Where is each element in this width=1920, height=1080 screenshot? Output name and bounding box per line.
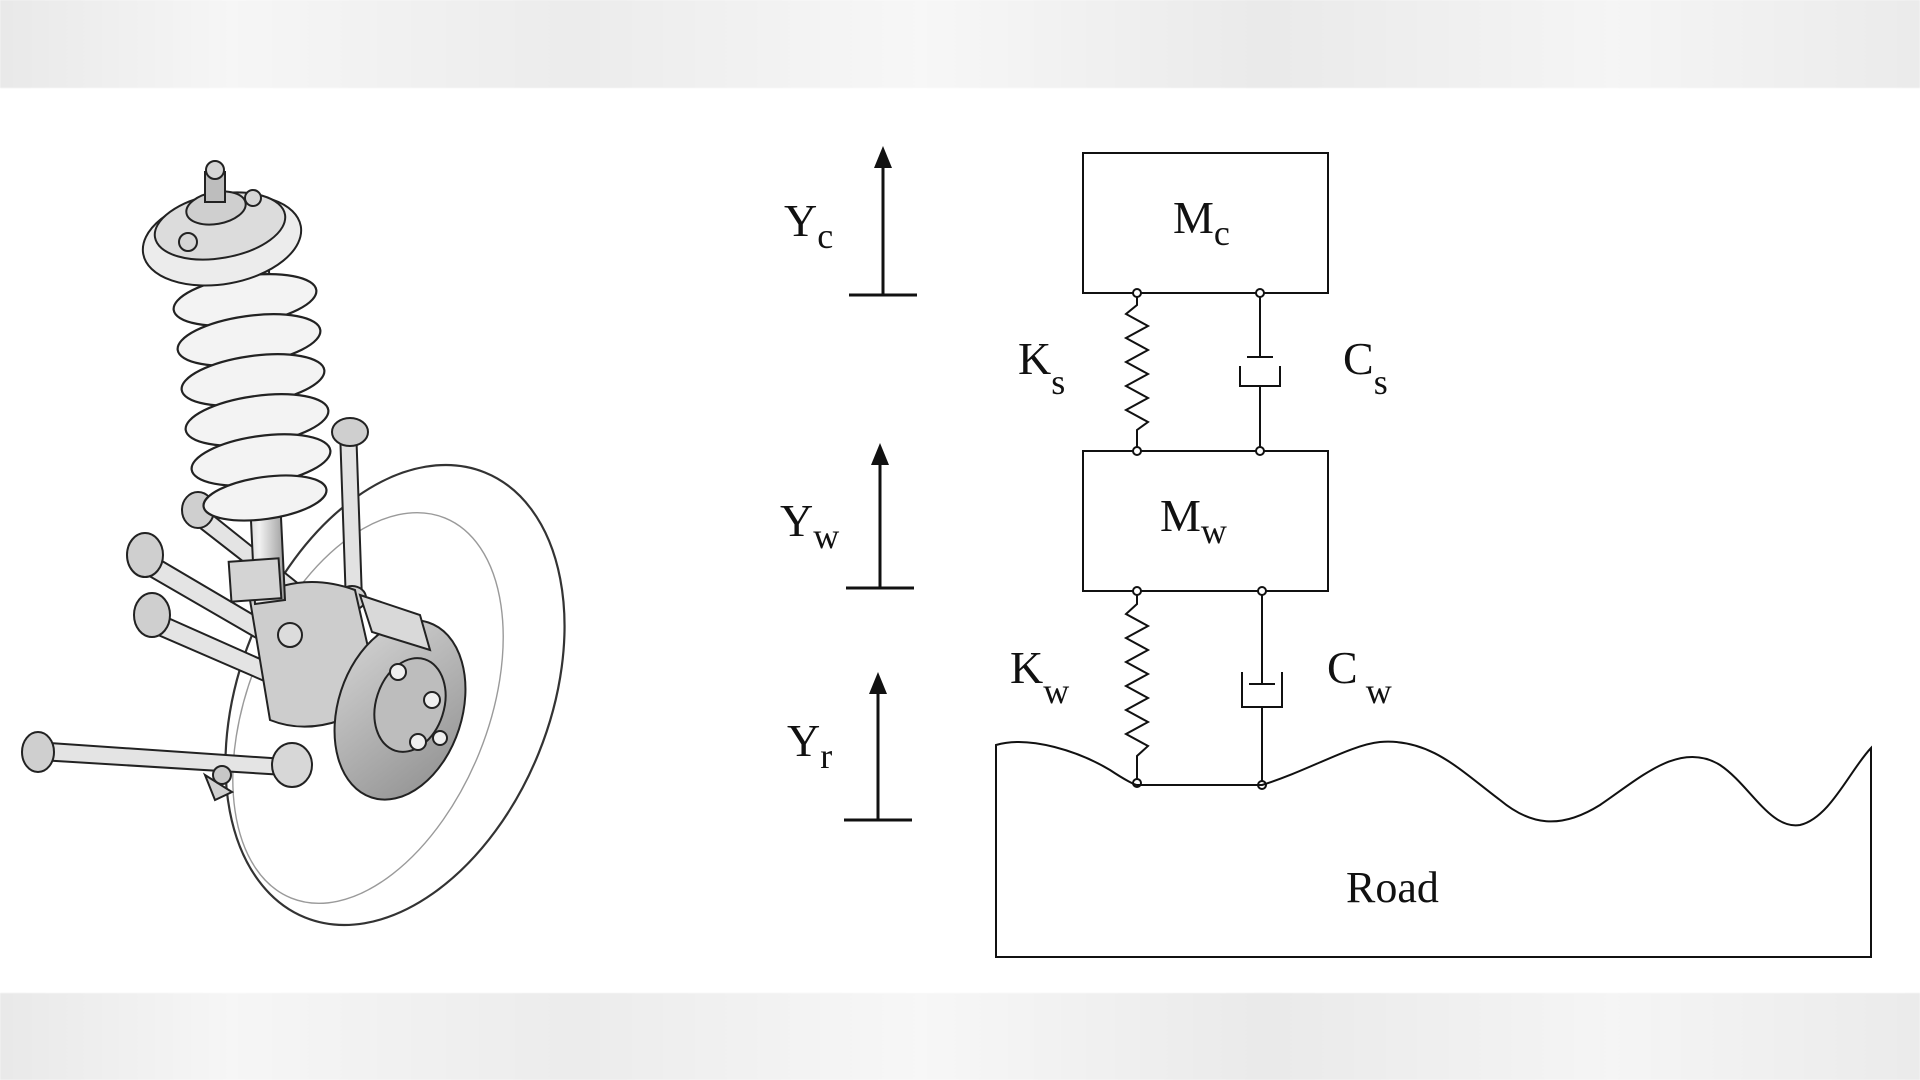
displacement-arrow-yc bbox=[849, 146, 917, 297]
suspension-spring bbox=[1123, 288, 1151, 456]
spring-suspension-label: Ks bbox=[1018, 333, 1065, 402]
displacement-wheel-label: Yw bbox=[780, 495, 839, 556]
displacement-arrow-yr bbox=[844, 672, 912, 822]
displacement-car-body-label: Yc bbox=[784, 195, 833, 256]
top-mount bbox=[141, 160, 303, 287]
coil-spring bbox=[172, 273, 332, 522]
tire-damper bbox=[1241, 586, 1283, 790]
suspension-illustration bbox=[21, 160, 566, 927]
mass-car-body-label: Mc bbox=[1173, 192, 1230, 253]
displacement-arrow-yw bbox=[846, 443, 914, 590]
wheel-mass-box bbox=[1082, 450, 1329, 592]
top-blur-band bbox=[0, 0, 1920, 88]
suspension-damper bbox=[1239, 288, 1281, 456]
road-label: Road bbox=[1346, 863, 1439, 912]
quarter-car-model bbox=[844, 146, 1872, 958]
road-profile bbox=[995, 740, 1872, 958]
tire-spring bbox=[1123, 586, 1151, 788]
car-body-mass-box bbox=[1082, 152, 1329, 294]
spring-tire-label: Kw bbox=[1010, 642, 1069, 711]
mass-wheel-label: Mw bbox=[1160, 490, 1227, 551]
damper-suspension-label: Cs bbox=[1343, 333, 1388, 402]
hub-and-brake-disc bbox=[248, 581, 467, 801]
bottom-blur-band bbox=[0, 993, 1920, 1080]
displacement-road-label: Yr bbox=[787, 715, 832, 776]
